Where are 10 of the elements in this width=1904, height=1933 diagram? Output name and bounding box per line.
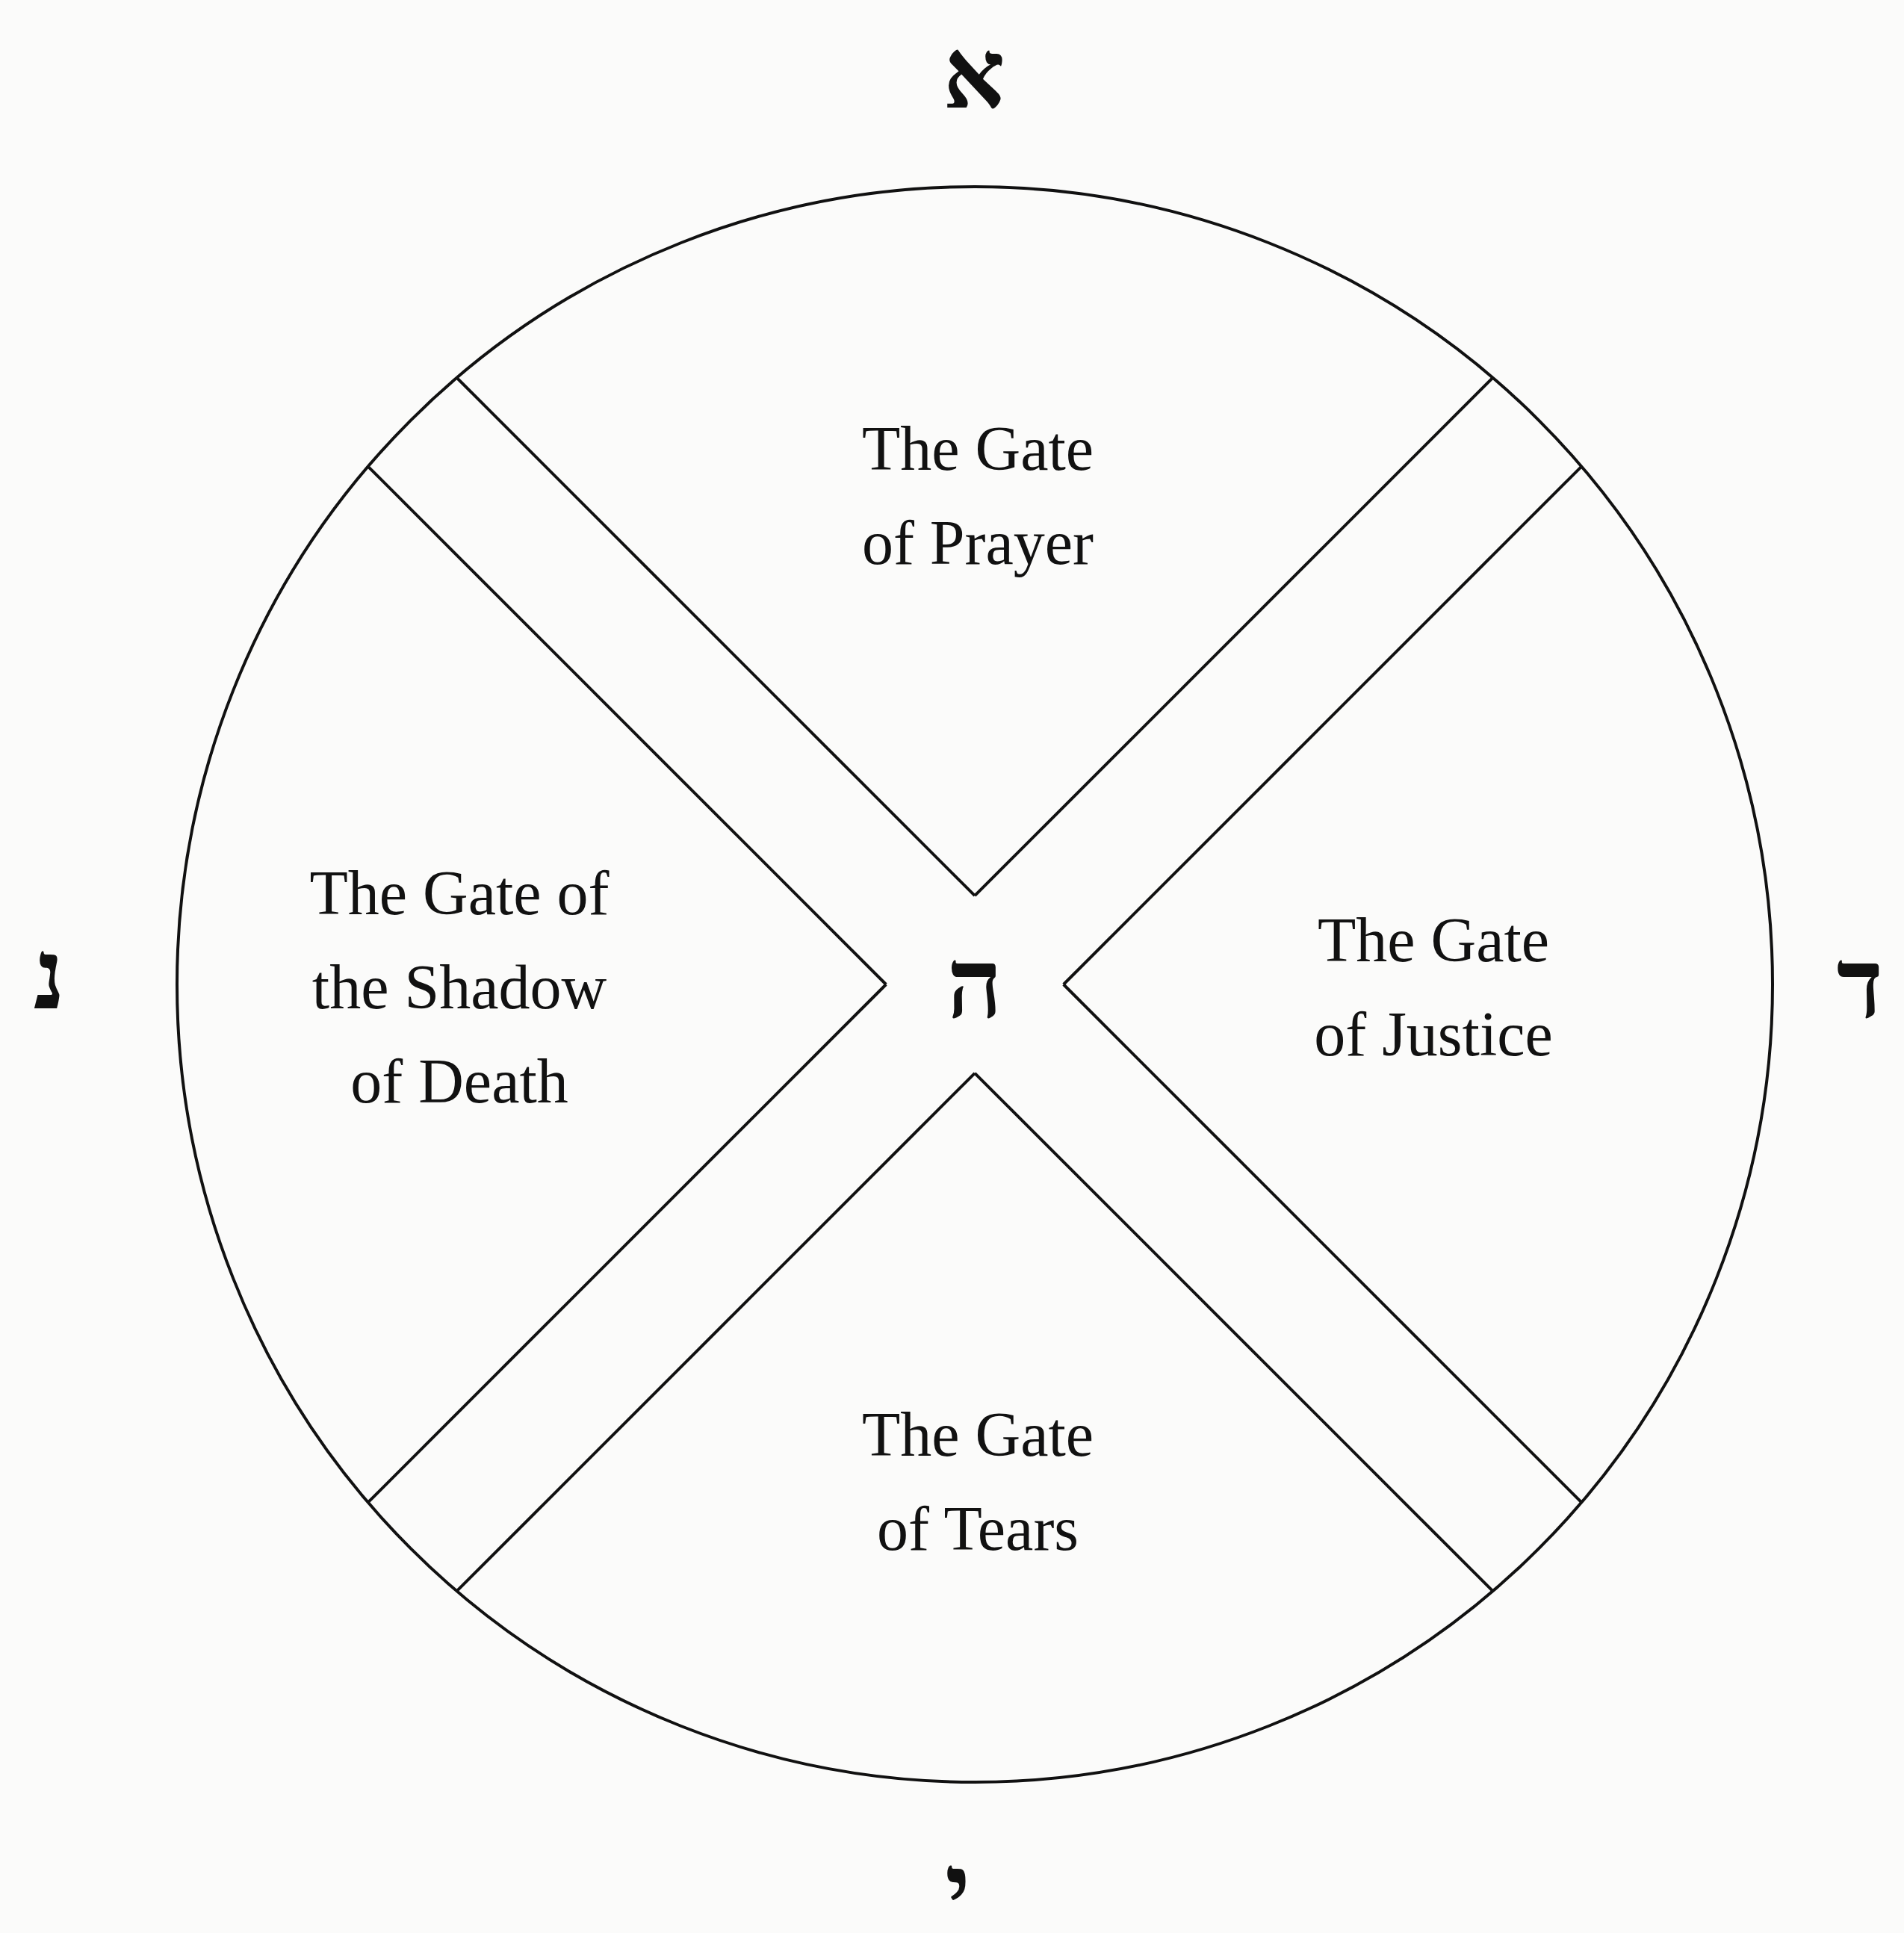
- region-label: The Gate of Justice: [1239, 893, 1628, 1082]
- circle-outline: [176, 185, 1774, 1784]
- hebrew-letter: י: [944, 1841, 971, 1933]
- hebrew-letter: א: [943, 26, 1005, 123]
- region-label: The Gate of the Shadow of Death: [250, 846, 669, 1129]
- hebrew-letter: ד: [1836, 936, 1884, 1033]
- hebrew-letter: נ: [33, 927, 66, 1024]
- region-label: The Gate of Tears: [784, 1388, 1172, 1576]
- hebrew-letter: ה: [946, 936, 1003, 1033]
- region-label: The Gate of Prayer: [784, 402, 1172, 590]
